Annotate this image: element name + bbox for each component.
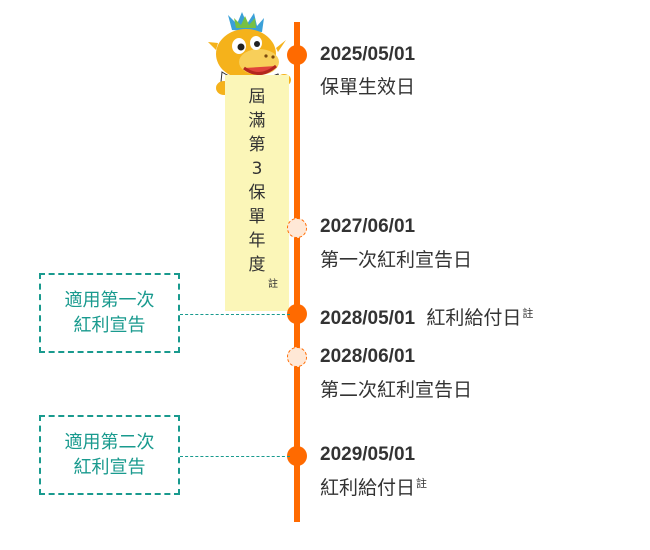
event-note: 註 bbox=[522, 307, 534, 320]
timeline-dot-solid bbox=[287, 446, 307, 466]
policy-year-period-bar: 屆 滿 第 3 保 單 年 度 註 bbox=[225, 75, 289, 311]
box-line: 紅利宣告 bbox=[73, 315, 146, 336]
event-label: 第一次紅利宣告日 bbox=[320, 245, 472, 272]
event-date: 2028/05/01 紅利給付日註 bbox=[320, 303, 533, 330]
timeline-dot-solid bbox=[287, 304, 307, 324]
period-char: 度 bbox=[248, 255, 266, 275]
timeline-dot-solid bbox=[287, 45, 307, 65]
period-note: 註 bbox=[268, 279, 278, 290]
event-label-text: 第二次紅利宣告日 bbox=[320, 379, 473, 401]
box-connector-line bbox=[180, 456, 290, 457]
timeline-dot-hollow bbox=[287, 347, 307, 367]
event-label-text: 紅利給付日 bbox=[426, 308, 522, 329]
event-date: 2027/06/01 bbox=[320, 216, 416, 237]
event-date: 2029/05/01 bbox=[320, 444, 416, 465]
event-label-text: 第一次紅利宣告日 bbox=[320, 249, 473, 271]
period-char: 屆 bbox=[248, 87, 266, 107]
period-char: 保 bbox=[248, 183, 266, 203]
period-char: 單 bbox=[248, 207, 266, 227]
bonus-declaration-box-second: 適用第二次 紅利宣告 bbox=[39, 415, 180, 495]
period-text: 屆 滿 第 3 保 單 年 度 bbox=[225, 85, 289, 277]
box-line: 適用第一次 bbox=[64, 290, 155, 311]
event-label-text: 紅利給付日 bbox=[320, 477, 416, 499]
event-label-text: 保單生效日 bbox=[320, 76, 416, 98]
timeline-dot-hollow bbox=[287, 218, 307, 238]
box-line: 紅利宣告 bbox=[73, 457, 146, 478]
box-line: 適用第二次 bbox=[64, 432, 155, 453]
period-char: 年 bbox=[248, 231, 266, 251]
event-note: 註 bbox=[416, 476, 428, 490]
box-connector-line bbox=[180, 314, 290, 315]
event-date: 2028/06/01 bbox=[320, 346, 416, 367]
bonus-declaration-box-first: 適用第一次 紅利宣告 bbox=[39, 273, 180, 353]
period-char: 第 bbox=[248, 135, 266, 155]
period-char: 滿 bbox=[248, 111, 266, 131]
event-label: 保單生效日 bbox=[320, 72, 415, 99]
event-date: 2025/05/01 bbox=[320, 44, 416, 65]
event-label: 紅利給付日註 bbox=[320, 473, 427, 500]
timeline-line bbox=[294, 22, 300, 522]
event-date-text: 2028/05/01 bbox=[320, 308, 416, 329]
event-label: 第二次紅利宣告日 bbox=[320, 375, 472, 402]
period-char: 3 bbox=[251, 159, 263, 179]
